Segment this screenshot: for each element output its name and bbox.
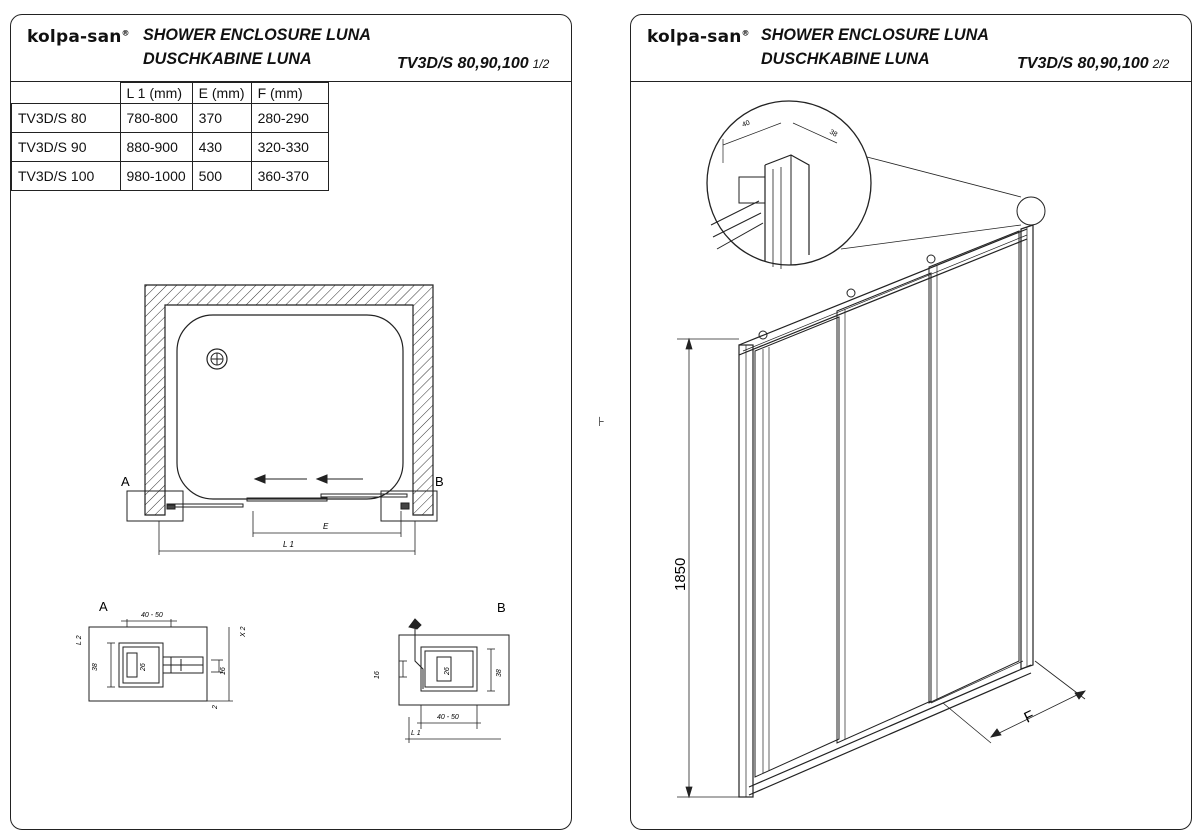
detail-a-26-label: 26 <box>140 663 147 672</box>
detail-a-marker <box>126 490 184 522</box>
plan-and-details-drawing: A B E L 1 <box>76 284 510 743</box>
drain-icon <box>206 348 228 370</box>
dimension-table: L 1 (mm) E (mm) F (mm) TV3D/S 80 780-800… <box>11 82 329 191</box>
dimension-height <box>677 337 749 799</box>
table-cell: TV3D/S 100 <box>11 161 121 191</box>
detail-b-label: B <box>435 474 444 489</box>
shower-tray-outline <box>176 314 404 500</box>
detail-a-16-label: 16 <box>220 667 227 675</box>
page-number: 1/2 <box>532 57 550 71</box>
table-header-row: L 1 (mm) E (mm) F (mm) <box>11 82 329 104</box>
table-cell: 360-370 <box>250 161 329 191</box>
table-row: TV3D/S 80 780-800 370 280-290 <box>11 103 329 133</box>
title-german: DUSCHKABINE LUNA <box>143 49 312 68</box>
title-block: kolpa-san® SHOWER ENCLOSURE LUNA DUSCHKA… <box>631 15 1191 82</box>
detail-a-x2-label: X 2 <box>240 626 247 638</box>
detail-a-label: A <box>121 474 130 489</box>
dimension-f <box>942 660 1086 744</box>
detail-a-title: A <box>99 599 108 614</box>
table-row: TV3D/S 100 980-1000 500 360-370 <box>11 161 329 191</box>
title-german: DUSCHKABINE LUNA <box>761 49 930 68</box>
title-block: kolpa-san® SHOWER ENCLOSURE LUNA DUSCHKA… <box>11 15 571 82</box>
sheet-page-1: kolpa-san® SHOWER ENCLOSURE LUNA DUSCHKA… <box>10 14 572 830</box>
detail-a-width-label: 40 - 50 <box>141 612 163 619</box>
table-cell: 280-290 <box>250 103 329 133</box>
detail-b-16-label: 16 <box>374 671 381 679</box>
detail-a-l2-label: L 2 <box>76 635 83 645</box>
detail-b-26-label: 26 <box>444 667 451 676</box>
detail-a-2-label: 2 <box>212 705 219 710</box>
table-cell: TV3D/S 90 <box>11 132 121 162</box>
brand-logo: kolpa-san® <box>27 27 130 47</box>
table-cell: 430 <box>191 132 252 162</box>
table-cell: 980-1000 <box>119 161 193 191</box>
detail-a-section <box>88 619 233 702</box>
dimension-height-label: 1850 <box>672 558 689 591</box>
detail-b-title: B <box>497 600 506 615</box>
door-panels-plan <box>166 493 410 510</box>
plan-view: A B E L 1 <box>121 284 444 555</box>
table-header-cell: L 1 (mm) <box>119 82 193 104</box>
detail-b-38-label: 38 <box>496 669 503 677</box>
dimension-f-label: F <box>1022 707 1037 726</box>
detail-a-38-label: 38 <box>92 663 99 671</box>
enclosure-3d-drawing: 40 38 <box>672 100 1086 799</box>
detail-40-label: 40 <box>741 120 751 129</box>
table-row: TV3D/S 90 880-900 430 320-330 <box>11 132 329 162</box>
slide-direction-arrows <box>253 474 363 484</box>
profile-detail-circle <box>706 100 1046 269</box>
wall-hatching <box>144 284 434 516</box>
page-number: 2/2 <box>1152 57 1170 71</box>
stray-mark: ⊦ <box>598 414 605 429</box>
detail-b-section <box>398 618 510 743</box>
detail-b-l1-label: L 1 <box>411 730 421 737</box>
table-cell: 500 <box>191 161 252 191</box>
detail-b-marker <box>380 490 438 522</box>
detail-38-label: 38 <box>828 129 838 139</box>
sheet-page-2: kolpa-san® SHOWER ENCLOSURE LUNA DUSCHKA… <box>630 14 1192 830</box>
title-english: SHOWER ENCLOSURE LUNA <box>143 25 371 44</box>
dimension-l1 <box>158 521 416 555</box>
table-cell: 780-800 <box>119 103 193 133</box>
dimension-e-label: E <box>323 522 329 531</box>
dimension-e <box>252 511 402 537</box>
dimension-l1-label: L 1 <box>283 540 294 549</box>
detail-b-width-label: 40 - 50 <box>437 714 459 721</box>
shower-enclosure-frame <box>738 224 1034 798</box>
brand-logo: kolpa-san® <box>647 27 750 47</box>
title-english: SHOWER ENCLOSURE LUNA <box>761 25 989 44</box>
